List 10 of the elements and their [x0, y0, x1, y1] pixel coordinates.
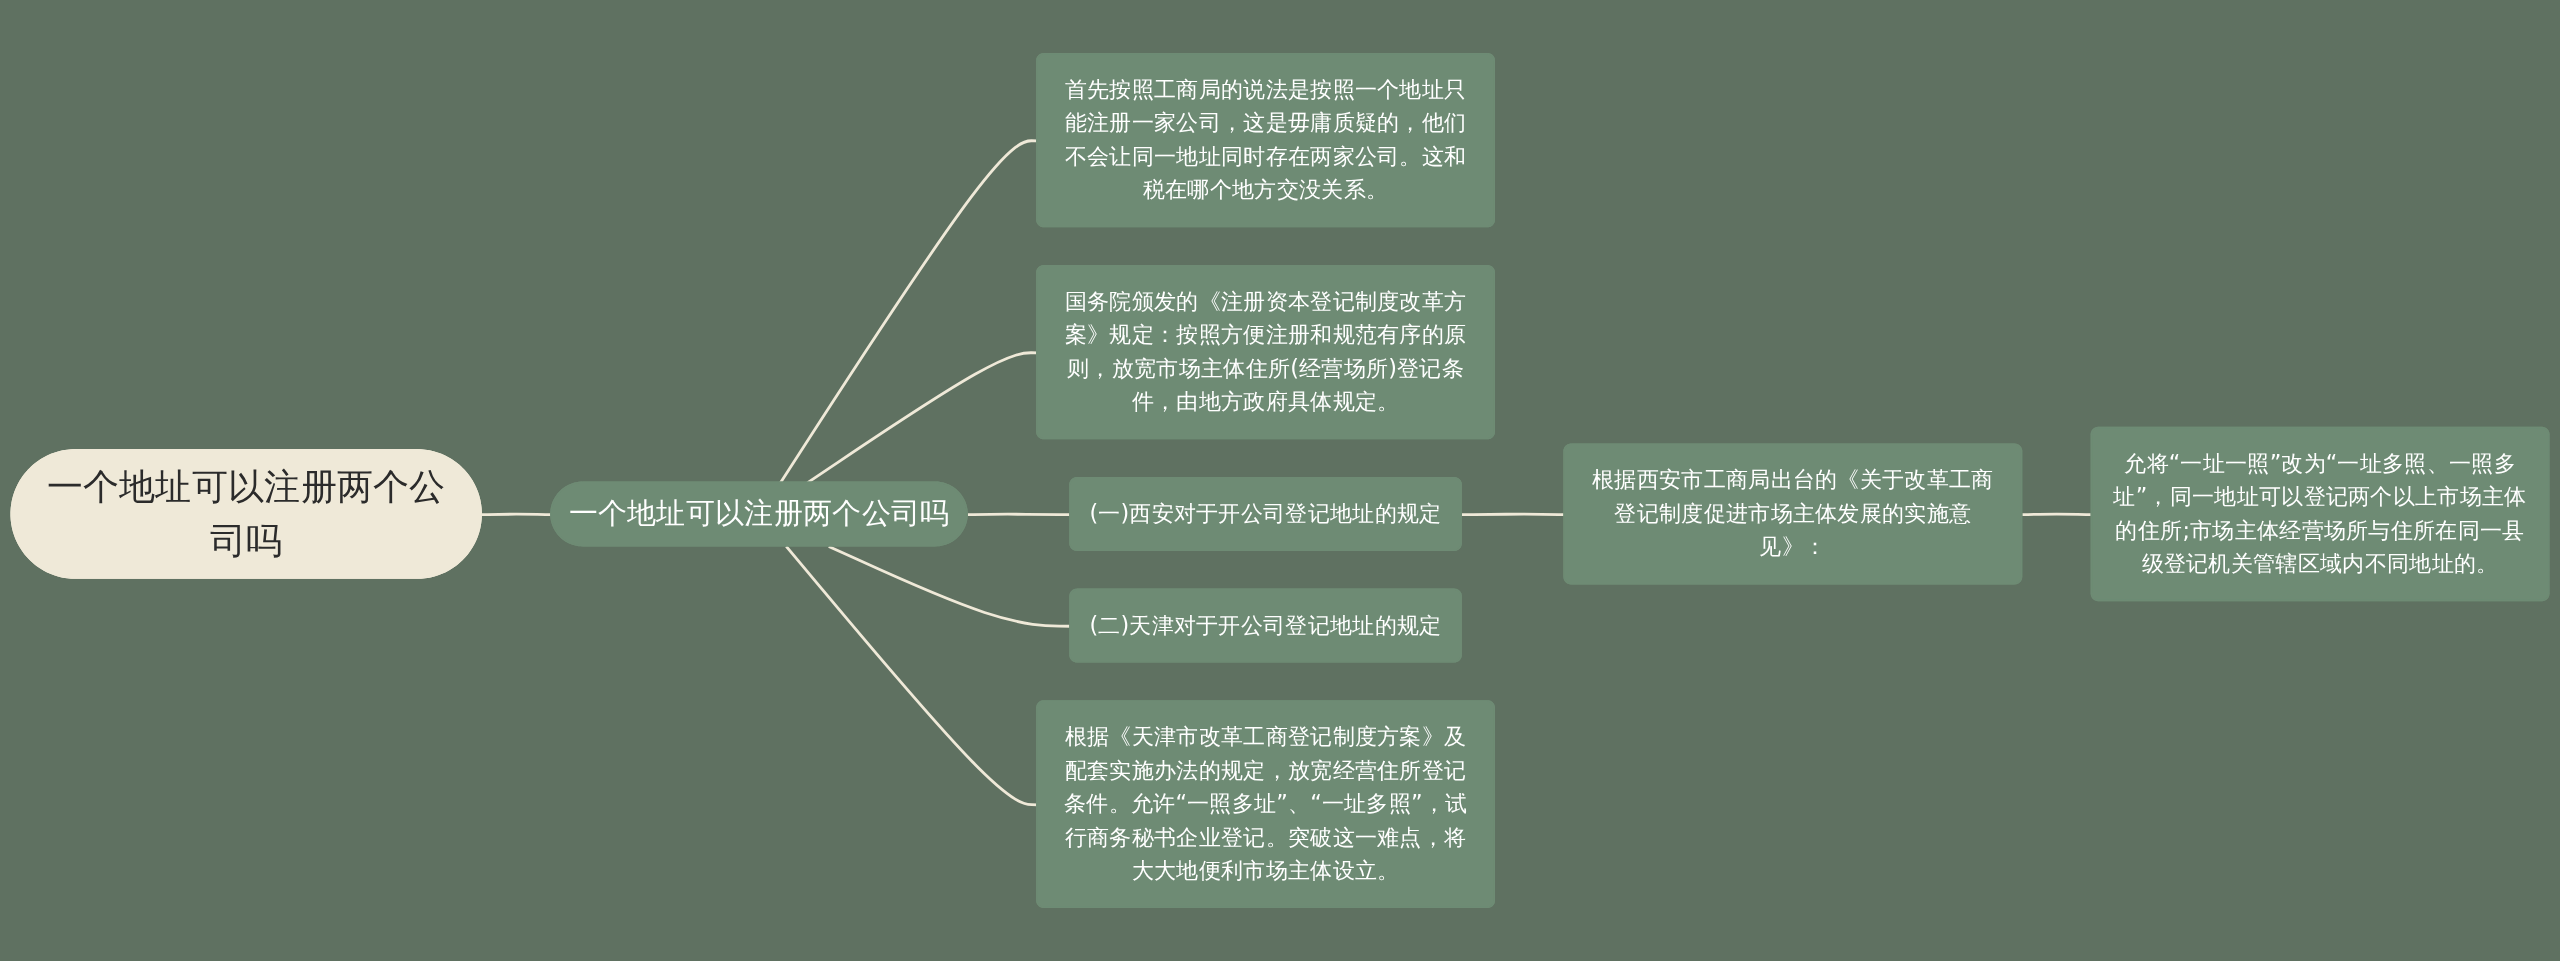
text-box: 首先按照工商局的说法是按照一个地址只能注册一家公司，这是毋庸质疑的，他们不会让同一地址同时存在两家公司。这和税在哪个地方交没关系。	[1036, 52, 1495, 228]
text-box: 根据西安市工商局出台的《关于改革工商登记制度促进市场主体发展的实施意见》：	[1563, 443, 2023, 585]
text-box: 国务院颁发的《注册资本登记制度改革方案》规定：按照方便注册和规范有序的原则，放宽市场主体住所(经营场所)登记条件，由地方政府具体规定。	[1036, 265, 1495, 440]
text-box: 允将“一址一照”改为“一址多照、一照多址”，同一地址可以登记两个以上市场主体的住所;市场主体经营场所与住所在同一县级登记机关管辖区域内不同地址的。	[2090, 426, 2550, 602]
text-box: (二)天津对于开公司登记地址的规定	[1069, 588, 1462, 663]
text-box: 根据《天津市改革工商登记制度方案》及配套实施办法的规定，放宽经营住所登记条件。允许“一照多址”、“一址多照”，试行商务秘书企业登记。突破这一难点，将大大地便利市场主体设立。	[1036, 700, 1495, 909]
text-box: (一)西安对于开公司登记地址的规定	[1069, 477, 1462, 551]
connector-line	[1461, 512, 1565, 517]
central-topic: 一个地址可以注册两个公司吗	[10, 449, 482, 579]
topic-node: 一个地址可以注册两个公司吗	[550, 481, 968, 547]
